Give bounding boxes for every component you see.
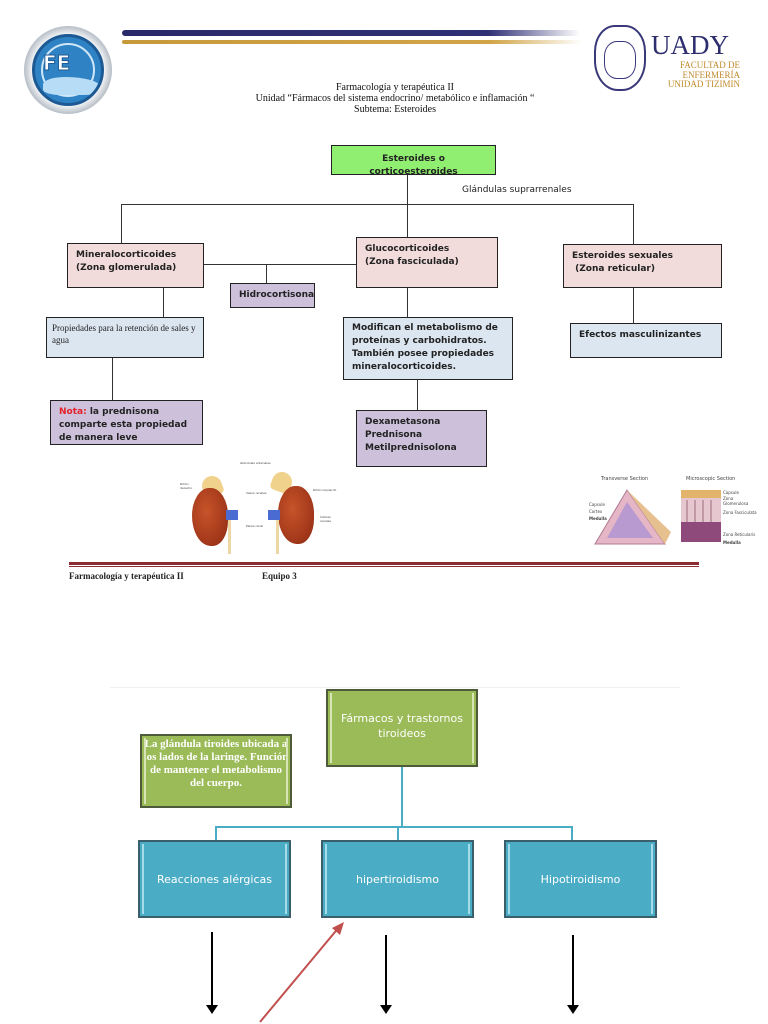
uady-faculty-line2: ENFERMERÍA xyxy=(682,70,740,80)
node-title: Esteroides sexuales xyxy=(572,251,673,261)
uady-brand: UADY xyxy=(651,30,729,60)
connector xyxy=(163,288,164,317)
node-medicamentos: Dexametasona Prednisona Metilprednisolon… xyxy=(356,410,487,467)
connector xyxy=(633,204,634,244)
illustration-label: Medulla xyxy=(723,540,741,545)
node-zone: (Zona fasciculada) xyxy=(365,257,459,267)
node-farmacos-tiroideos: Fármacos y trastornos tiroideos xyxy=(326,689,478,767)
down-arrow-icon xyxy=(380,935,392,1014)
illustration-label: Zona Reticularis xyxy=(723,532,756,537)
node-title: Glucocorticoides xyxy=(365,244,450,254)
connector xyxy=(121,204,122,243)
footer-course: Farmacología y terapéutica II xyxy=(69,571,184,581)
renal-vessel-right xyxy=(226,510,238,520)
uady-faculty-line3: UNIDAD TIZIMIN xyxy=(667,79,740,89)
connector xyxy=(266,264,267,283)
connector xyxy=(407,288,408,317)
illustration-label: Capsule xyxy=(723,490,739,495)
node-modifican-metabolismo: Modifican el metabolismo de proteínas y … xyxy=(343,317,513,380)
med-item: Metilprednisolona xyxy=(365,443,457,453)
transverse-section-title: Transverse Section xyxy=(601,476,649,482)
unit-title: Unidad “Fármacos del sistema endocrino/ … xyxy=(255,93,535,104)
med-item: Prednisona xyxy=(365,430,423,440)
connector xyxy=(397,826,399,840)
kidneys-illustration: Glándulas adrenales Riñón derecho Riñón … xyxy=(180,458,340,554)
fe-monogram: FE xyxy=(42,51,71,76)
uady-seal-icon xyxy=(594,25,646,91)
kidney-right xyxy=(192,488,228,546)
kidney-left xyxy=(278,486,314,544)
illustration-label: Zona Glomerulosa xyxy=(723,496,749,506)
connector xyxy=(633,288,634,323)
header-band-gold xyxy=(122,40,582,44)
connector xyxy=(407,175,408,237)
ureter-left xyxy=(276,520,279,554)
connector xyxy=(204,264,356,265)
footer-team: Equipo 3 xyxy=(262,571,297,581)
uady-faculty-line1: FACULTAD DE xyxy=(679,60,740,70)
branch-label-glandulas: Glándulas suprarrenales xyxy=(462,185,572,195)
connector xyxy=(417,380,418,410)
seal-shield xyxy=(604,41,636,79)
down-arrow-icon xyxy=(567,935,579,1014)
course-title: Farmacología y terapéutica II xyxy=(336,82,454,93)
node-propiedades: Propiedades para la retención de sales y… xyxy=(46,317,204,358)
illustration-label: Zona Fasciculata xyxy=(723,510,757,515)
illustration-label: Riñón izquierdo xyxy=(313,488,337,492)
nota-label: Nota: xyxy=(59,407,87,417)
illustration-label: Capsule xyxy=(589,502,605,507)
node-glucocorticoides: Glucocorticoides (Zona fasciculada) xyxy=(356,237,498,288)
node-title: Mineralocorticoides xyxy=(76,250,177,260)
footer-rule xyxy=(69,562,699,565)
illustration-label: Pelvis renal xyxy=(246,524,264,528)
node-reacciones-alergicas: Reacciones alérgicas xyxy=(138,840,291,918)
node-hidrocortisona: Hidrocortisona xyxy=(230,283,315,308)
node-nota: Nota: la prednisona comparte esta propie… xyxy=(50,400,203,445)
document-heading: Farmacología y terapéutica II Unidad “Fá… xyxy=(200,82,590,115)
renal-vessel-left xyxy=(268,510,280,520)
page-divider xyxy=(110,687,680,688)
illustration-label: Riñón derecho xyxy=(180,482,193,490)
connector xyxy=(571,826,573,840)
connector xyxy=(121,204,633,205)
illustration-label: Vasos renales xyxy=(246,491,267,495)
connector xyxy=(401,767,403,827)
ureter-right xyxy=(228,520,231,554)
nota-text: la prednisona comparte esta propiedad de… xyxy=(59,407,188,443)
node-zone: (Zona glomerulada) xyxy=(76,263,177,273)
illustration-label: Glándulas adrenales xyxy=(240,461,271,465)
seal-ring xyxy=(41,43,95,97)
faculty-logo: FE xyxy=(24,26,112,114)
lamp-wave-shape xyxy=(43,77,101,95)
illustration-label: Medulla xyxy=(589,516,607,521)
node-hipotiroidismo: Hipotiroidismo xyxy=(504,840,657,918)
node-glandula-tiroides: La glándula tiroides ubicada a los lados… xyxy=(140,734,292,808)
down-arrow-icon xyxy=(206,932,218,1014)
footer-rule-thin xyxy=(69,566,699,567)
med-item: Dexametasona xyxy=(365,417,441,427)
node-efectos-masculinizantes: Efectos masculinizantes xyxy=(570,323,722,358)
node-zone: (Zona reticular) xyxy=(572,264,655,274)
faculty-seal-icon: FE xyxy=(32,34,104,106)
root-node-esteroides: Esteroides o corticoesteroides xyxy=(331,145,496,177)
node-esteroides-sexuales: Esteroides sexuales (Zona reticular) xyxy=(563,244,722,288)
node-hipertiroidismo: hipertiroidismo xyxy=(321,840,474,918)
adrenal-sections-illustration: Transverse Section Microscopic Section C… xyxy=(583,472,758,552)
connector xyxy=(215,826,217,840)
illustration-label: Cálices renales xyxy=(320,515,331,523)
red-pointer-arrow-icon xyxy=(259,922,344,1023)
illustration-label: Cortex xyxy=(589,509,603,514)
subtopic-title: Subtema: Esteroides xyxy=(354,104,436,115)
connector xyxy=(112,358,113,400)
transverse-section-drawing xyxy=(594,489,721,545)
connector xyxy=(215,826,573,828)
node-mineralocorticoides: Mineralocorticoides (Zona glomerulada) xyxy=(67,243,204,288)
microscopic-section-title: Microscopic Section xyxy=(686,476,736,482)
header-band-blue xyxy=(122,30,580,36)
